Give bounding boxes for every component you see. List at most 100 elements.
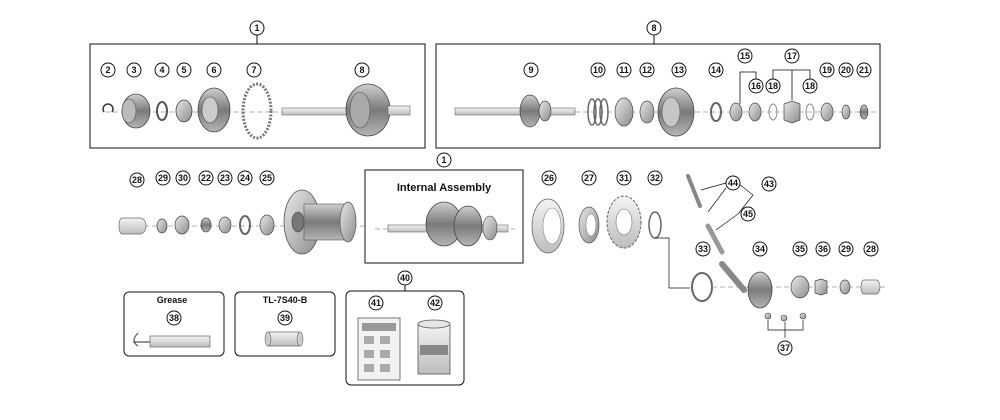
group-box-top-left — [89, 35, 426, 149]
callout-23: 23 — [217, 170, 233, 186]
callout-number: 26 — [544, 173, 554, 183]
callout-24: 24 — [237, 170, 253, 186]
callout-number: 41 — [371, 298, 381, 308]
callout-29: 29 — [838, 241, 854, 257]
callout-number: 30 — [178, 173, 188, 183]
callout-number: 15 — [740, 51, 750, 61]
callout-number: 18 — [805, 81, 815, 91]
internal-assembly-label: Internal Assembly — [397, 182, 492, 194]
part-15-pawl — [729, 102, 743, 122]
callout-number: 31 — [619, 173, 629, 183]
callout-number: 11 — [619, 65, 629, 75]
callout-35: 35 — [792, 241, 808, 257]
callout-number: 42 — [430, 298, 440, 308]
callout-number: 12 — [642, 65, 652, 75]
part-28-cap-right — [860, 279, 881, 295]
part-23-cone — [218, 216, 232, 234]
callout-13: 13 — [671, 62, 687, 78]
part-13-clutch-ring — [657, 87, 695, 137]
group-box-top-right — [435, 35, 881, 149]
callout-39: 39 — [277, 310, 293, 326]
callout-number: 8 — [651, 23, 656, 33]
callout-28: 28 — [129, 172, 145, 188]
callout-number: 28 — [132, 175, 142, 185]
part-43-cable-adjuster — [686, 174, 754, 255]
part-39-tool — [264, 331, 304, 347]
part-20-washer — [841, 104, 851, 120]
callout-number: 9 — [528, 65, 533, 75]
callout-41: 41 — [368, 295, 384, 311]
part-hub-shell — [283, 189, 357, 255]
part-2-clip — [102, 103, 114, 113]
callout-44: 44 — [725, 175, 741, 191]
callout-27: 27 — [581, 170, 597, 186]
part-34-bell-crank — [719, 261, 773, 309]
callout-number: 2 — [105, 65, 110, 75]
part-28-cap-left — [118, 217, 147, 235]
part-22-nut — [200, 217, 212, 233]
callout-number: 14 — [711, 65, 721, 75]
part-35-cone — [790, 275, 810, 299]
callout-number: 27 — [584, 173, 594, 183]
callout-1: 1 — [249, 20, 265, 36]
callout-12: 12 — [639, 62, 655, 78]
callout-number: 3 — [131, 65, 136, 75]
callout-29: 29 — [155, 170, 171, 186]
callout-number: 38 — [169, 313, 179, 323]
callout-21: 21 — [856, 62, 872, 78]
callout-18: 18 — [765, 78, 781, 94]
callout-17: 17 — [784, 48, 800, 64]
callout-number: 1 — [441, 155, 446, 165]
part-29-washer-left — [156, 218, 168, 234]
part-29-washer-right — [839, 279, 851, 295]
callout-8: 8 — [646, 20, 662, 36]
grease-label: Grease — [157, 295, 188, 305]
callout-19: 19 — [819, 62, 835, 78]
callout-15: 15 — [737, 48, 753, 64]
lubricant-box — [345, 285, 465, 386]
callout-number: 10 — [593, 65, 603, 75]
callout-number: 22 — [201, 173, 211, 183]
part-10-spring — [587, 98, 609, 126]
callout-6: 6 — [206, 62, 222, 78]
callout-10: 10 — [590, 62, 606, 78]
part-3-driver — [121, 93, 151, 129]
part-32-snap-ring — [648, 211, 662, 239]
callout-28: 28 — [863, 241, 879, 257]
callout-37: 37 — [777, 340, 793, 356]
callout-1: 1 — [436, 152, 452, 168]
part-9-axle-assembly — [454, 94, 576, 128]
internal-assembly-box: Internal Assembly — [364, 169, 524, 264]
part-4-ring — [156, 101, 168, 121]
callout-number: 28 — [866, 244, 876, 254]
part-14-ring — [710, 102, 722, 122]
callout-43: 43 — [761, 176, 777, 192]
callout-11: 11 — [616, 62, 632, 78]
callout-number: 25 — [262, 173, 272, 183]
callout-number: 34 — [755, 244, 765, 254]
callout-9: 9 — [523, 62, 539, 78]
callout-26: 26 — [541, 170, 557, 186]
callout-4: 4 — [154, 62, 170, 78]
part-16-pawl — [748, 102, 762, 122]
callout-number: 32 — [650, 173, 660, 183]
callout-20: 20 — [838, 62, 854, 78]
callout-number: 29 — [158, 173, 168, 183]
part-19-cone — [820, 102, 834, 122]
callout-number: 17 — [787, 51, 797, 61]
callout-18: 18 — [802, 78, 818, 94]
callout-30: 30 — [175, 170, 191, 186]
callout-2: 2 — [100, 62, 116, 78]
callout-31: 31 — [616, 170, 632, 186]
tool-box: TL-7S40-B — [234, 291, 336, 357]
callout-22: 22 — [198, 170, 214, 186]
callout-number: 13 — [674, 65, 684, 75]
callout-number: 7 — [251, 65, 256, 75]
middle-row-parts — [118, 189, 365, 255]
callout-number: 37 — [780, 343, 790, 353]
right-middle-parts — [531, 174, 885, 338]
part-33-ring — [691, 272, 713, 302]
callout-42: 42 — [427, 295, 443, 311]
